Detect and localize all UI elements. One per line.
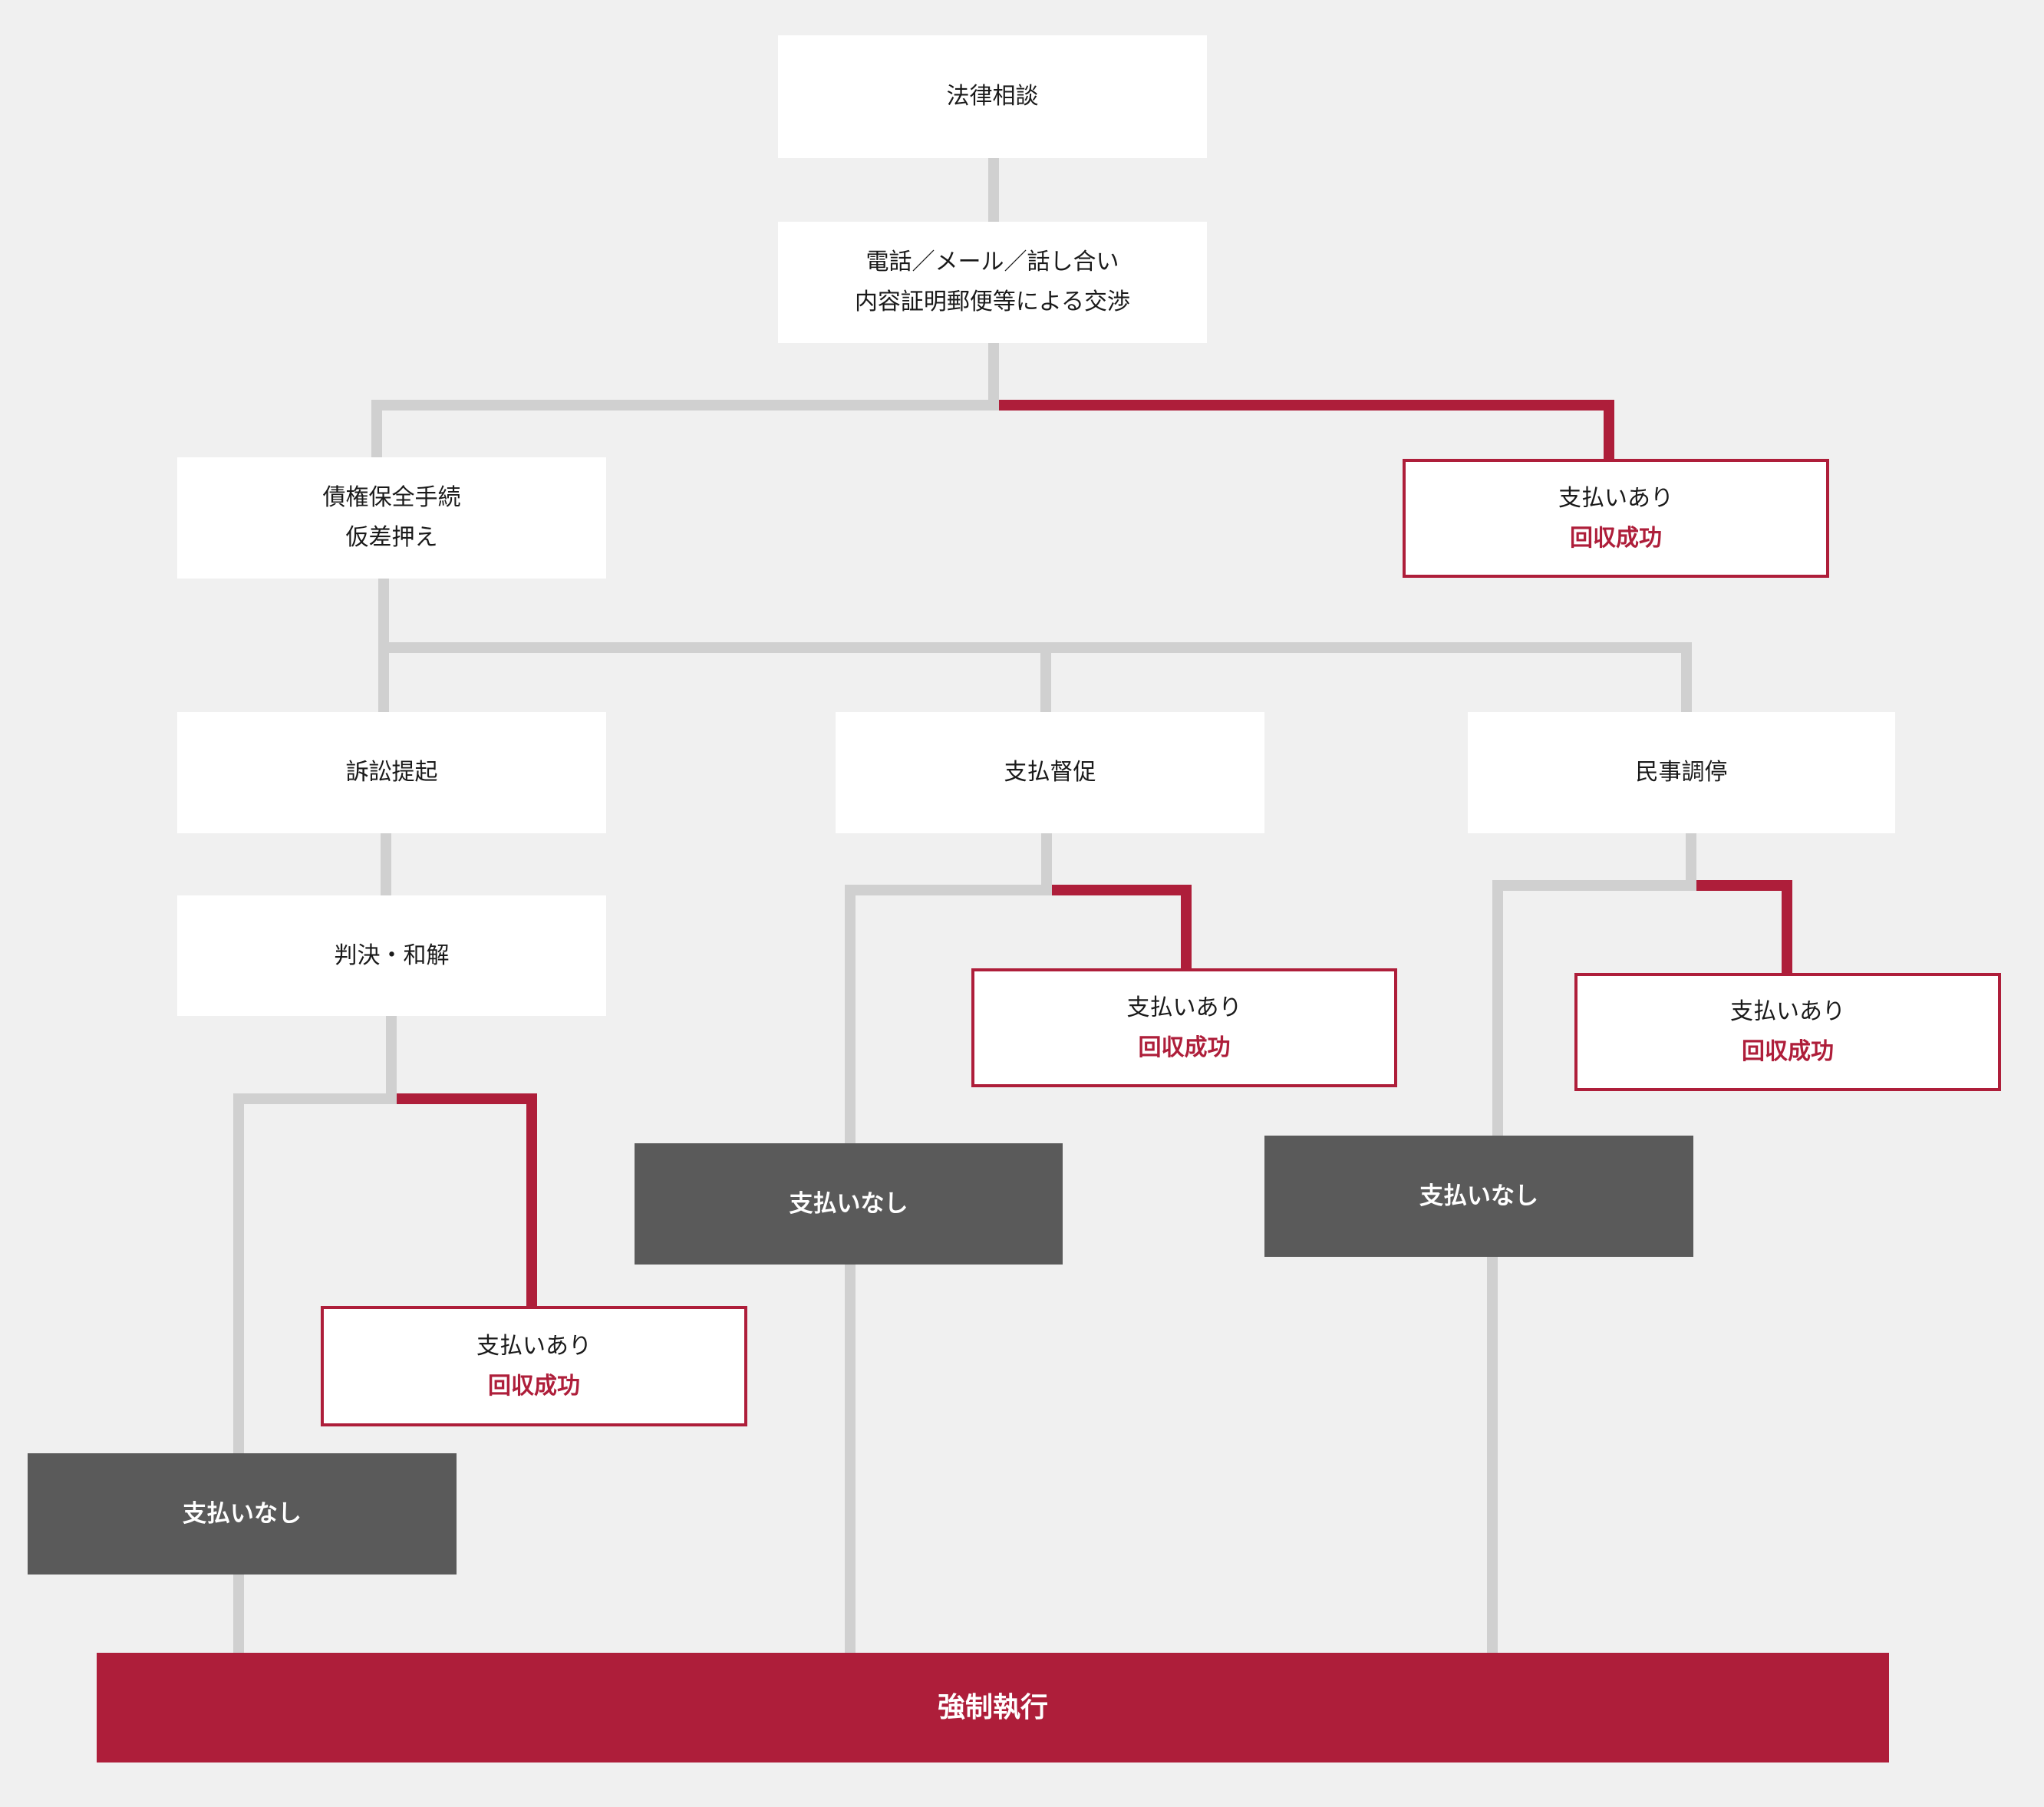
node-preservation: 債権保全手続 仮差押え — [177, 457, 606, 579]
connector — [988, 158, 999, 222]
node-enforcement: 強制執行 — [97, 1653, 1889, 1762]
node-label: 内容証明郵便等による交渉 — [854, 289, 1131, 315]
connector — [988, 343, 999, 411]
connector — [1492, 880, 1696, 891]
outcome-success: 支払いあり 回収成功 — [321, 1306, 747, 1426]
outcome-success: 支払いあり 回収成功 — [971, 968, 1397, 1087]
unpaid-label: 支払いなし — [789, 1190, 908, 1218]
connector-success — [999, 400, 1614, 411]
paid-label: 支払いあり — [1126, 994, 1242, 1021]
node-label: 債権保全手続 — [322, 484, 461, 511]
connector-success — [1782, 880, 1792, 973]
connector-success — [1696, 880, 1792, 891]
recovered-label: 回収成功 — [1138, 1034, 1231, 1061]
node-label: 電話／メール／話し合い — [865, 249, 1119, 275]
outcome-success: 支払いあり 回収成功 — [1403, 459, 1829, 578]
connector-success — [397, 1093, 537, 1104]
node-label: 支払督促 — [1004, 759, 1096, 786]
connector — [845, 885, 1052, 895]
node-label: 民事調停 — [1635, 759, 1728, 786]
connector — [1487, 1257, 1498, 1653]
connector — [233, 1093, 397, 1104]
connector-success — [526, 1093, 537, 1306]
recovered-label: 回収成功 — [1570, 524, 1662, 552]
connector — [1041, 833, 1052, 895]
node-consultation: 法律相談 — [778, 35, 1207, 158]
node-civil-mediation: 民事調停 — [1468, 712, 1895, 833]
node-judgment: 判決・和解 — [177, 895, 606, 1016]
paid-label: 支払いあり — [1730, 998, 1845, 1025]
node-label: 判決・和解 — [334, 941, 450, 969]
connector — [371, 400, 382, 457]
connector — [1492, 880, 1503, 1136]
node-label: 強制執行 — [937, 1691, 1048, 1723]
node-label: 仮差押え — [345, 524, 438, 551]
outcome-success: 支払いあり 回収成功 — [1574, 973, 2001, 1091]
node-label: 法律相談 — [946, 83, 1039, 110]
outcome-unpaid: 支払いなし — [28, 1453, 457, 1575]
connector — [845, 1265, 856, 1653]
connector-success — [1052, 885, 1192, 895]
connector — [233, 1575, 244, 1653]
unpaid-label: 支払いなし — [1419, 1182, 1538, 1210]
connector — [845, 885, 856, 1143]
connector-success — [1604, 400, 1614, 459]
recovered-label: 回収成功 — [488, 1372, 580, 1400]
outcome-unpaid: 支払いなし — [1264, 1136, 1693, 1257]
unpaid-label: 支払いなし — [183, 1500, 302, 1528]
connector — [378, 642, 389, 712]
outcome-unpaid: 支払いなし — [635, 1143, 1063, 1265]
node-negotiation: 電話／メール／話し合い 内容証明郵便等による交渉 — [778, 222, 1207, 343]
node-lawsuit: 訴訟提起 — [177, 712, 606, 833]
paid-label: 支払いあり — [1558, 484, 1673, 512]
recovered-label: 回収成功 — [1742, 1038, 1834, 1065]
connector — [233, 1093, 244, 1453]
connector — [378, 642, 1692, 653]
paid-label: 支払いあり — [476, 1332, 592, 1360]
connector — [381, 833, 391, 895]
connector — [1040, 642, 1051, 712]
node-payment-demand: 支払督促 — [836, 712, 1264, 833]
connector — [1686, 833, 1696, 891]
connector — [378, 579, 389, 653]
connector-success — [1181, 885, 1192, 968]
node-label: 訴訟提起 — [345, 759, 438, 786]
connector — [371, 400, 999, 411]
connector — [1681, 642, 1692, 712]
connector — [386, 1016, 397, 1104]
